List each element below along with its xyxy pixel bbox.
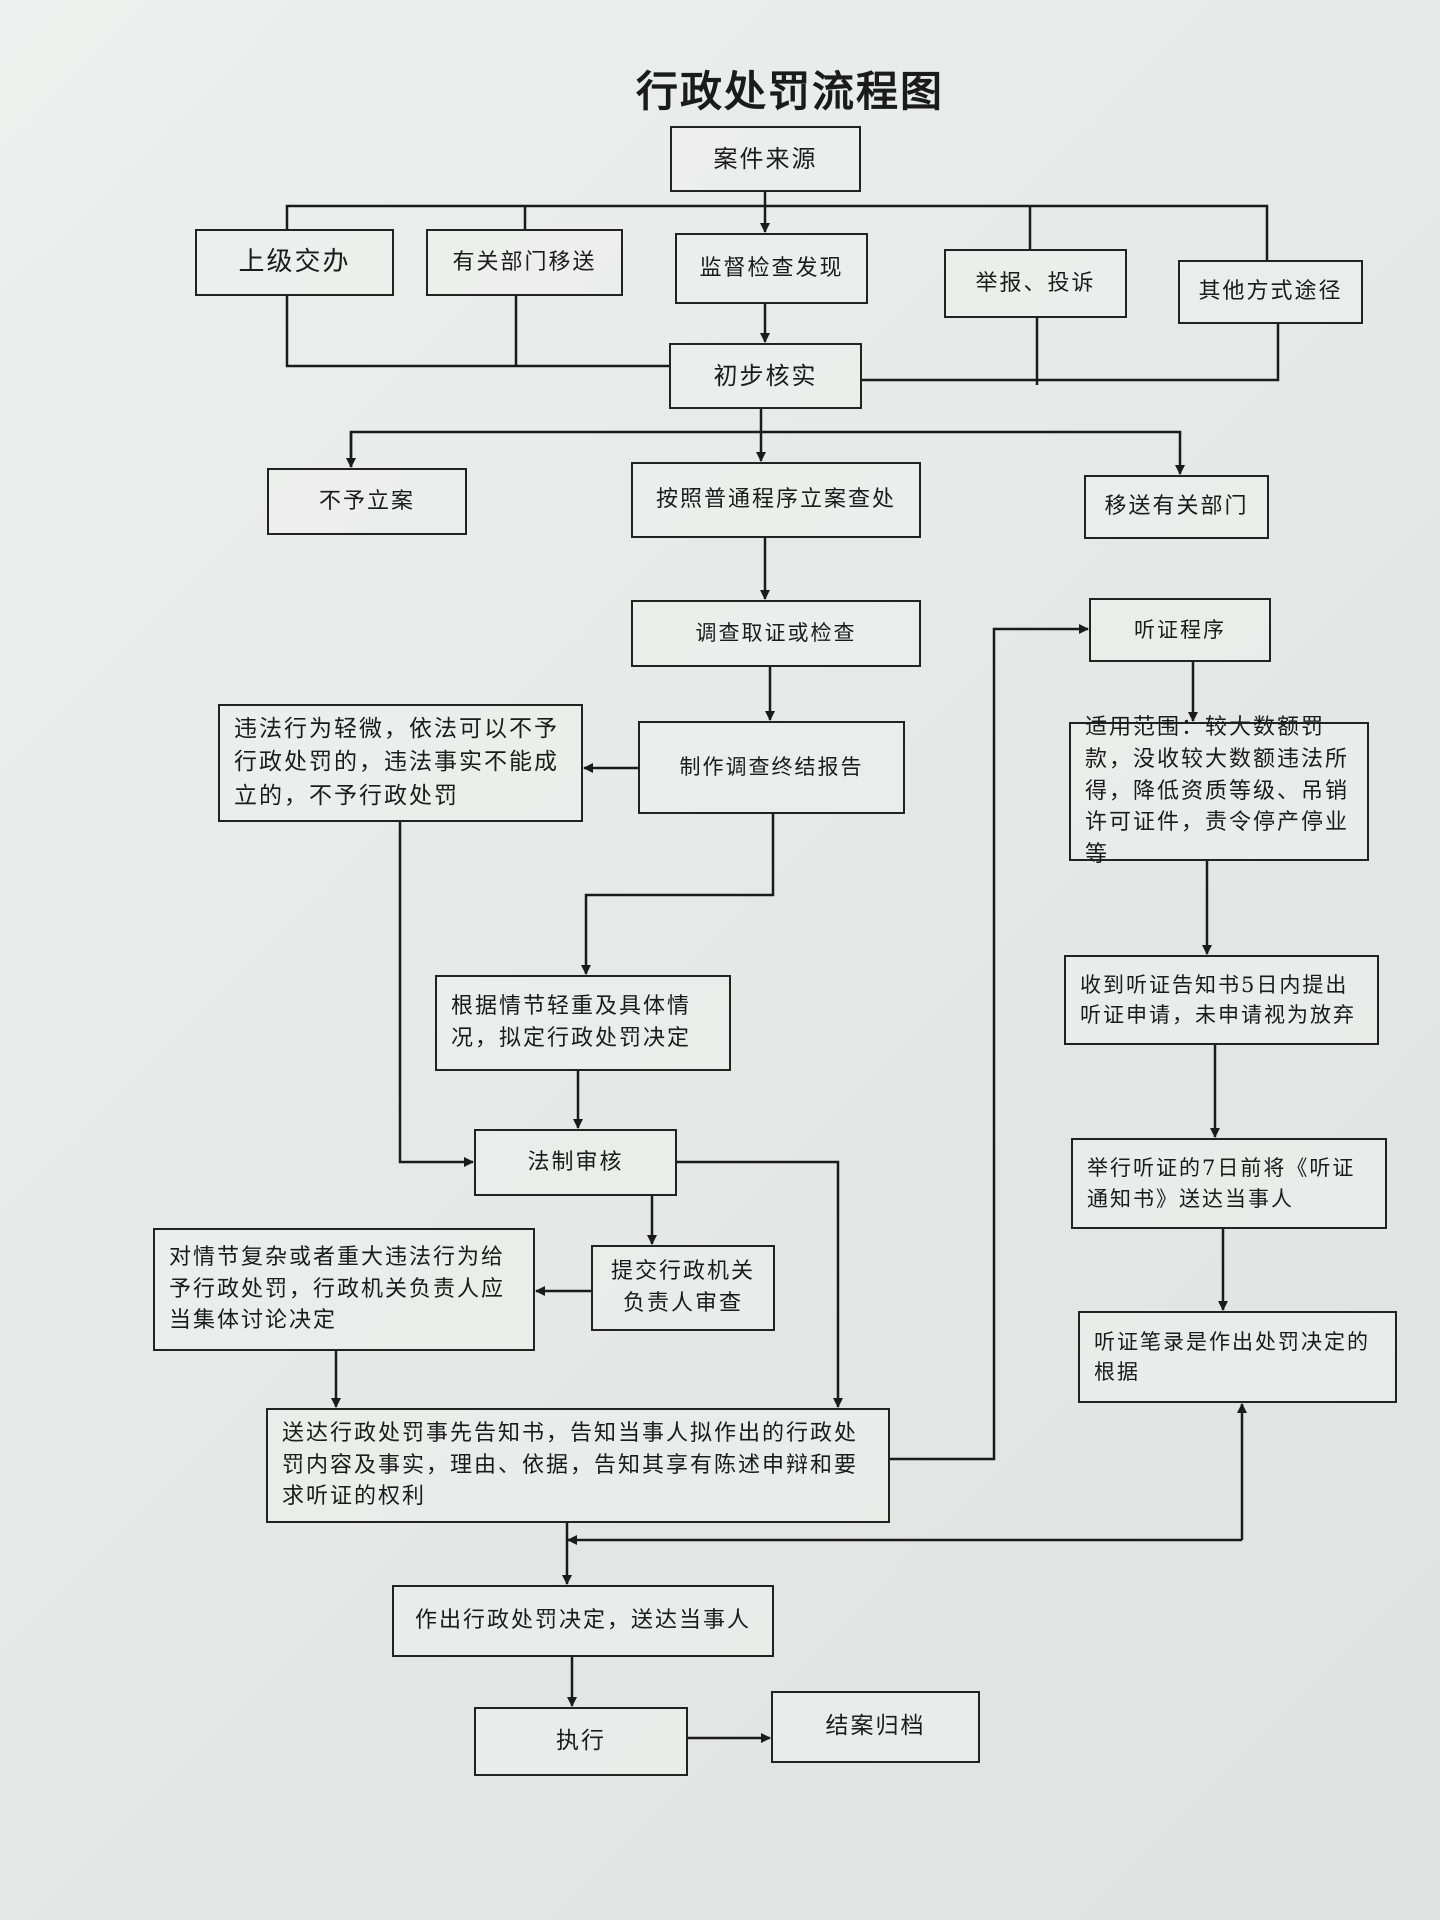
node-investigate: 调查取证或检查 (631, 600, 921, 667)
node-superior-assigned: 上级交办 (195, 229, 394, 296)
connector (581, 814, 775, 975)
connector (349, 430, 1185, 475)
diagram-title: 行政处罚流程图 (635, 67, 944, 116)
node-no-filing: 不予立案 (267, 468, 467, 535)
node-inspection-found: 监督检查发现 (675, 233, 868, 304)
node-hearing-procedure: 听证程序 (1089, 598, 1271, 662)
node-other-channels: 其他方式途径 (1178, 260, 1363, 324)
node-transfer-dept: 移送有关部门 (1084, 475, 1269, 539)
node-execute: 执行 (474, 1707, 688, 1776)
node-make-decision: 作出行政处罚决定，送达当事人 (392, 1585, 774, 1657)
node-scope: 适用范围：较大数额罚款，没收较大数额违法所得，降低资质等级、吊销许可证件，责令停… (1069, 715, 1369, 867)
node-submit-head: 提交行政机关负责人审查 (591, 1245, 775, 1331)
node-hearing-record: 听证笔录是作出处罚决定的根据 (1078, 1311, 1397, 1403)
node-file-general: 按照普通程序立案查处 (631, 462, 921, 538)
connector (677, 1160, 843, 1408)
node-hearing-notice: 举行听证的7日前将《听证通知书》送达当事人 (1071, 1138, 1387, 1229)
connector (285, 296, 669, 368)
node-final-report: 制作调查终结报告 (638, 721, 905, 814)
node-prior-notice: 送达行政处罚事先告知书，告知当事人拟作出的行政处罚内容及事实，理由、依据，告知其… (266, 1408, 890, 1523)
node-draft-decision: 根据情节轻重及具体情况，拟定行政处罚决定 (435, 975, 731, 1071)
connector (862, 324, 1280, 382)
node-case-source: 案件来源 (670, 126, 861, 192)
connector (398, 822, 474, 1167)
node-archive: 结案归档 (771, 1691, 980, 1763)
node-dept-transfer: 有关部门移送 (426, 229, 623, 296)
node-receive-notice: 收到听证告知书5日内提出听证申请，未申请视为放弃 (1064, 955, 1379, 1045)
connector (890, 624, 1089, 1461)
node-preliminary-verify: 初步核实 (669, 343, 862, 409)
node-collective-discussion: 对情节复杂或者重大违法行为给予行政处罚，行政机关负责人应当集体讨论决定 (153, 1228, 535, 1351)
node-report-complaint: 举报、投诉 (944, 249, 1127, 318)
node-legal-review: 法制审核 (474, 1129, 677, 1196)
connector (285, 204, 1269, 260)
node-minor-violation: 违法行为轻微，依法可以不予行政处罚的，违法事实不能成立的，不予行政处罚 (218, 704, 583, 822)
